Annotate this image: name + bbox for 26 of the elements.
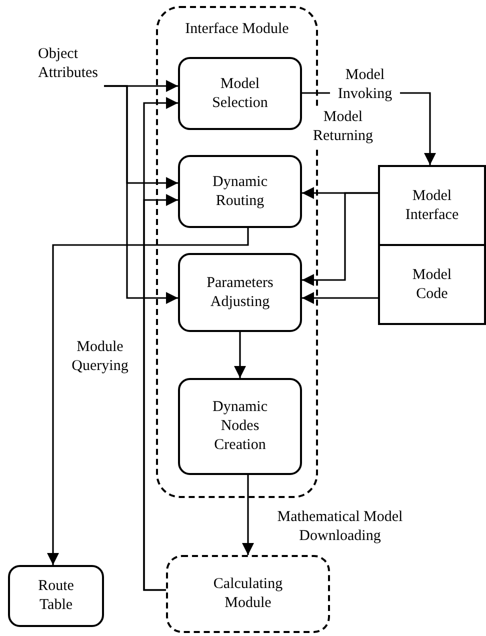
- process-box: [178, 378, 302, 475]
- process-box: [178, 155, 302, 228]
- module-box: [166, 555, 330, 633]
- arrow: [242, 475, 254, 555]
- edge-label: Model Invoking: [330, 66, 400, 104]
- node-label: Model Code: [411, 266, 453, 304]
- node-label: Dynamic Routing: [212, 172, 268, 210]
- arrow: [143, 194, 178, 591]
- node-label: Object Attributes: [38, 45, 99, 83]
- container-heading: Interface Module: [185, 20, 289, 39]
- process-box: [8, 565, 104, 627]
- node-label: Route Table: [37, 577, 75, 615]
- arrow: [47, 228, 249, 565]
- arrow: [302, 192, 378, 286]
- arrow: [104, 85, 178, 304]
- node-label: Calculating Module: [212, 575, 284, 613]
- component-box: [378, 244, 486, 325]
- process-box: [178, 57, 302, 130]
- node-label: Model Selection: [211, 74, 269, 112]
- node-label: Parameters Adjusting: [206, 274, 274, 312]
- component-box: [378, 165, 486, 246]
- node-label: Dynamic Nodes Creation: [212, 398, 268, 455]
- arrow: [302, 292, 378, 304]
- node-label: Model Interface: [404, 186, 460, 224]
- arrow: [234, 332, 246, 378]
- process-box: [178, 253, 302, 332]
